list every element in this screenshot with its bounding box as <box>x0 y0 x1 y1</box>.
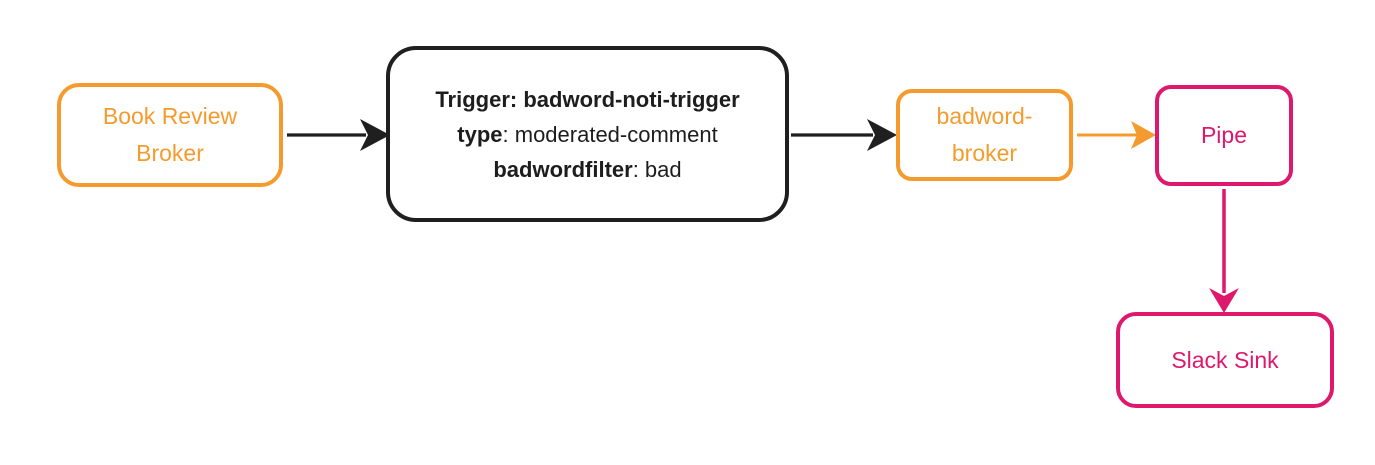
trigger-name-line: Trigger: badword-noti-trigger <box>435 86 740 112</box>
node-label: Slack Sink <box>1171 346 1279 373</box>
node-label: Book Review <box>102 103 238 129</box>
node-trigger: Trigger: badword-noti-trigger type: mode… <box>386 46 789 222</box>
arrow-trigger-to-badword-broker <box>791 119 897 151</box>
node-label: badword- <box>936 103 1033 129</box>
arrow-book-review-broker-to-trigger <box>287 119 390 151</box>
arrow-pipe-to-slack-sink <box>1209 189 1239 313</box>
node-badword-broker: badword- broker <box>896 89 1073 181</box>
trigger-type-line: type: moderated-comment <box>457 121 718 147</box>
node-label: Pipe <box>1200 122 1248 148</box>
trigger-filter-line: badwordfilter: bad <box>493 156 682 182</box>
node-slack-sink: Slack Sink <box>1116 312 1334 408</box>
node-pipe: Pipe <box>1155 85 1293 186</box>
node-label: broker <box>951 140 1018 166</box>
node-book-review-broker: Book Review Broker <box>57 83 283 187</box>
node-label: Broker <box>136 140 204 166</box>
arrow-badword-broker-to-pipe <box>1077 121 1156 149</box>
